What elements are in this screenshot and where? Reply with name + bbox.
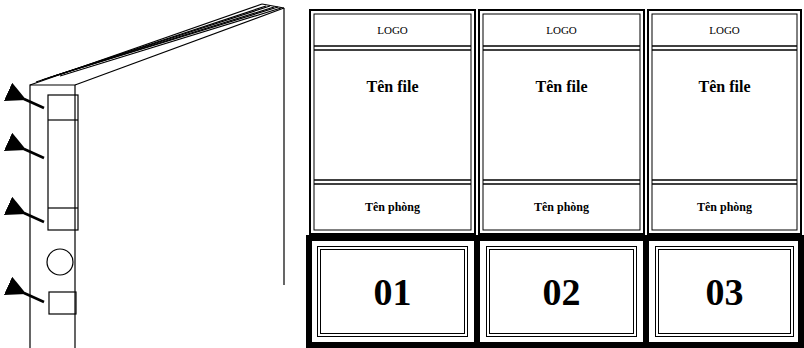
label-text: Tên phòng bbox=[534, 200, 589, 215]
room-name-box: Tên phòng bbox=[316, 186, 469, 228]
label-text: LOGO bbox=[377, 24, 408, 36]
room-name-box: Tên phòng bbox=[485, 186, 638, 228]
label-text: Tên file bbox=[699, 78, 751, 96]
label-text: Tên file bbox=[536, 78, 588, 96]
label-text: Tên phòng bbox=[697, 200, 752, 215]
label-text: LOGO bbox=[709, 24, 740, 36]
label-text: LOGO bbox=[546, 24, 577, 36]
label-text: Tên file bbox=[367, 78, 419, 96]
file-name-box: Tên file bbox=[316, 54, 469, 120]
number-box: 02 bbox=[486, 246, 637, 337]
room-name-box: Tên phòng bbox=[654, 186, 795, 228]
number-box: 03 bbox=[655, 246, 794, 337]
number-label: 02 bbox=[543, 270, 581, 314]
file-name-box: Tên file bbox=[654, 54, 795, 120]
number-box: 01 bbox=[317, 246, 468, 337]
label-text: Tên phòng bbox=[365, 200, 420, 215]
file-name-box: Tên file bbox=[485, 54, 638, 120]
logo-box: LOGO bbox=[316, 16, 469, 44]
logo-box: LOGO bbox=[485, 16, 638, 44]
number-label: 03 bbox=[706, 270, 744, 314]
number-label: 01 bbox=[374, 270, 412, 314]
logo-box: LOGO bbox=[654, 16, 795, 44]
